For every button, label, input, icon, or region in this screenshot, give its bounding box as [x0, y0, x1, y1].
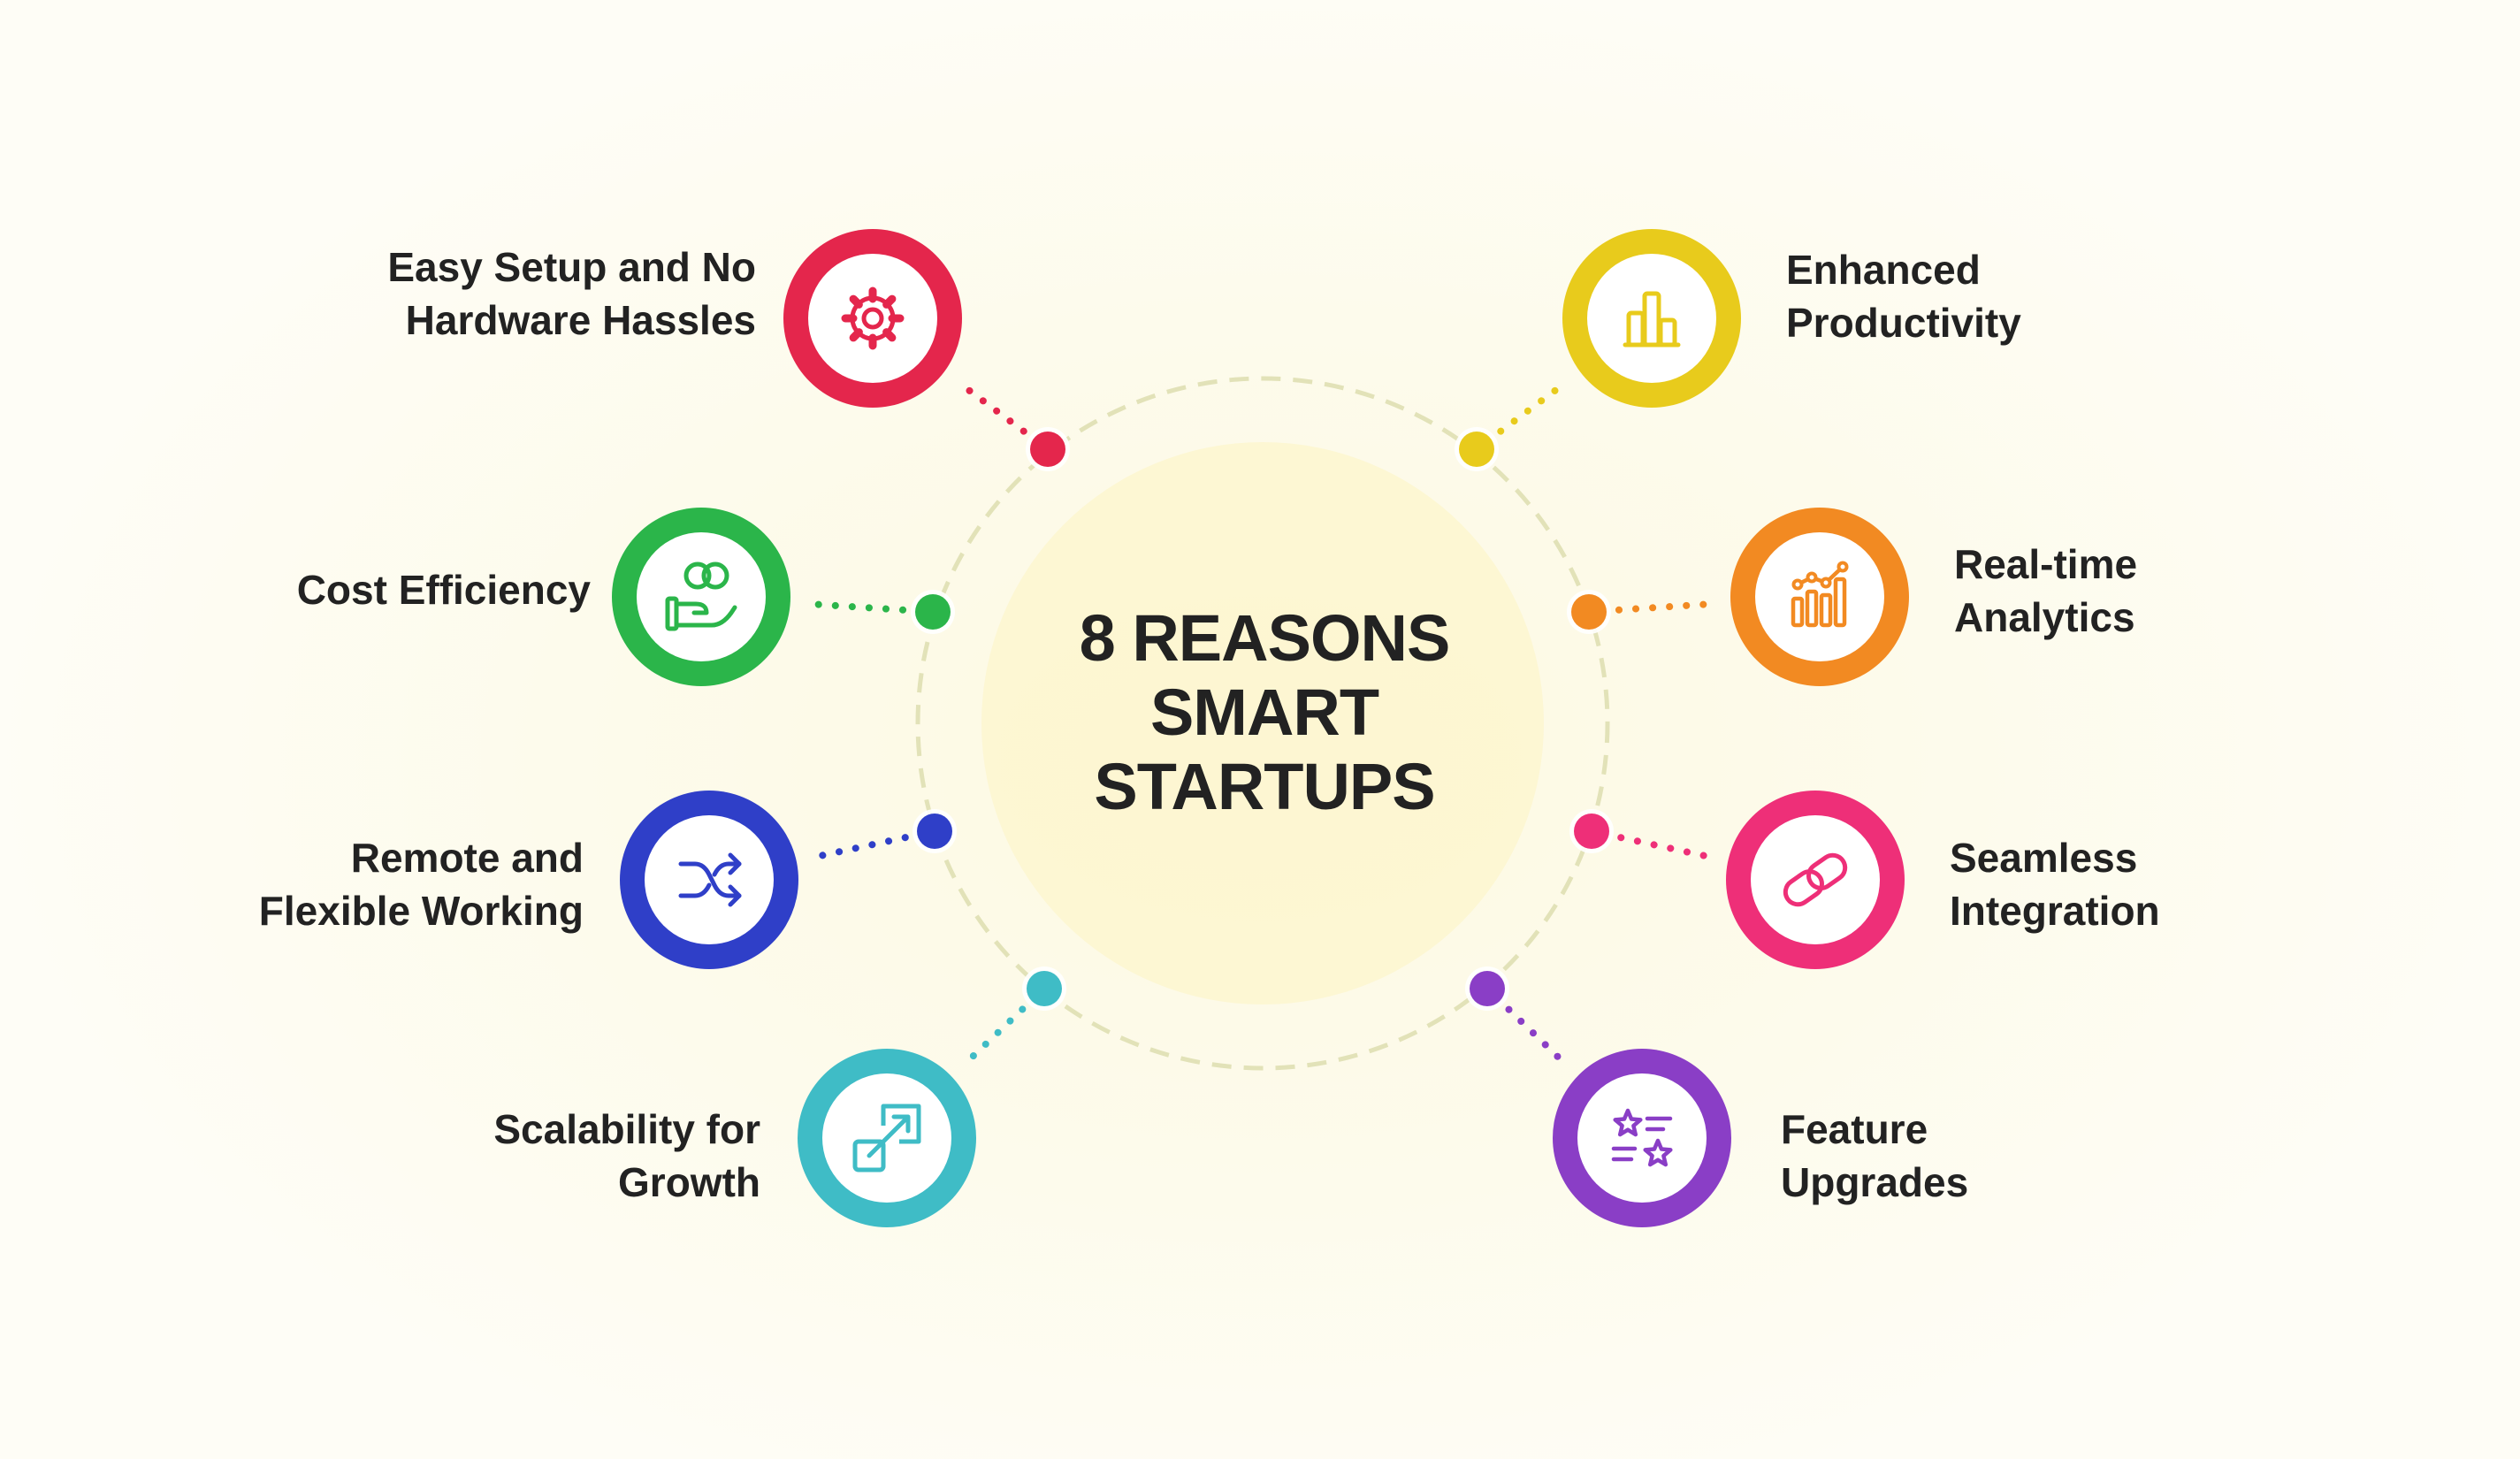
center-title: 8 REASONS SMART STARTUPS — [999, 601, 1530, 824]
ring-dot — [1470, 971, 1505, 1006]
connector-dots — [1615, 600, 1720, 614]
label-scalability: Scalability for Growth — [493, 1106, 760, 1205]
stars-list-icon — [1611, 1108, 1673, 1167]
expand-arrows-icon — [852, 1104, 921, 1173]
title-line-2: SMART — [1149, 676, 1379, 749]
ring-dot — [1030, 432, 1065, 467]
hand-coins-icon — [665, 561, 737, 631]
label-remote-working: Remote and Flexible Working — [258, 835, 584, 934]
label-real-time-analytics: Real-time Analytics — [1954, 541, 2138, 640]
shuffle-icon — [678, 852, 742, 907]
label-feature-upgrades: Feature Upgrades — [1781, 1106, 1969, 1205]
title-line-1: 8 REASONS — [1079, 601, 1451, 675]
ring-dot — [1571, 594, 1607, 630]
connector-dots — [1617, 834, 1717, 861]
reason-enhanced-productivity — [1455, 229, 1741, 471]
node-center — [808, 254, 937, 383]
connector-dots — [952, 377, 1027, 435]
gear-icon — [841, 286, 905, 350]
connector-dots — [1505, 1005, 1571, 1070]
ring-dot — [1574, 814, 1609, 849]
dashed-ring — [915, 376, 1610, 1071]
label-enhanced-productivity: Enhanced Productivity — [1786, 247, 2021, 346]
label-seamless-integration: Seamless Integration — [1950, 835, 2160, 934]
connector-dots — [801, 600, 907, 614]
connector-dots — [807, 834, 909, 862]
reason-scalability — [798, 966, 1066, 1227]
reason-remote-working — [620, 791, 957, 969]
title-line-3: STARTUPS — [1094, 750, 1435, 823]
node-center — [1587, 254, 1716, 383]
ring-dot — [1027, 971, 1062, 1006]
reason-cost-efficiency — [612, 508, 955, 686]
node-center — [645, 815, 774, 944]
node-center — [1751, 815, 1880, 944]
link-icon — [1783, 852, 1848, 907]
connector-dots — [958, 1005, 1027, 1070]
reason-seamless-integration — [1569, 791, 1905, 969]
ring-dot — [1459, 432, 1494, 467]
reason-feature-upgrades — [1465, 966, 1731, 1227]
ring-dot — [917, 814, 952, 849]
node-center — [1577, 1073, 1707, 1203]
center-circle — [981, 442, 1544, 1004]
node-center — [637, 532, 766, 661]
connector-dots — [1497, 377, 1572, 435]
label-cost-efficiency: Cost Efficiency — [296, 567, 591, 613]
analytics-chart-icon — [1791, 561, 1849, 628]
label-easy-setup: Easy Setup and No Hardware Hassles — [387, 244, 756, 343]
ring-dot — [915, 594, 951, 630]
reason-real-time-analytics — [1567, 508, 1909, 686]
bar-chart-icon — [1623, 291, 1681, 348]
reason-easy-setup — [783, 229, 1070, 471]
